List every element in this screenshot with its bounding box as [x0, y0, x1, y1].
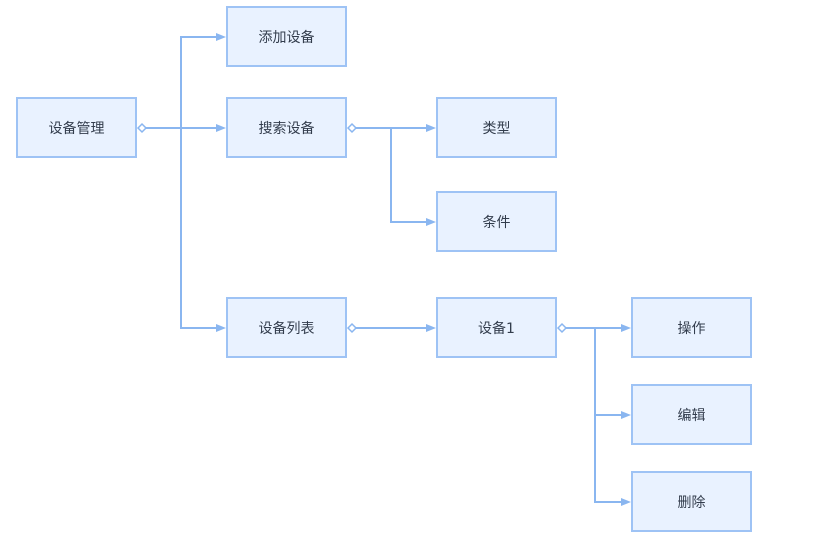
- edge-root-list: [180, 128, 226, 332]
- node-label: 操作: [677, 320, 706, 337]
- node-add-device[interactable]: 添加设备: [226, 6, 347, 67]
- edge-device1-operate: [566, 324, 631, 332]
- edge-list-device1: [356, 324, 436, 332]
- edge-search-type: [356, 124, 436, 132]
- root-connector-diamond: [136, 122, 148, 134]
- node-label: 条件: [482, 214, 511, 231]
- node-device-list[interactable]: 设备列表: [226, 297, 347, 358]
- node-edit[interactable]: 编辑: [631, 384, 752, 445]
- node-label: 设备管理: [48, 120, 105, 137]
- edge-search-condition: [390, 128, 436, 226]
- node-label: 删除: [677, 494, 706, 511]
- node-search-device[interactable]: 搜索设备: [226, 97, 347, 158]
- node-device-1[interactable]: 设备1: [436, 297, 557, 358]
- node-device-management[interactable]: 设备管理: [16, 97, 137, 158]
- node-type[interactable]: 类型: [436, 97, 557, 158]
- edge-root-add: [146, 33, 226, 129]
- node-label: 编辑: [677, 407, 706, 424]
- device1-connector-diamond: [556, 322, 568, 334]
- edge-device1-delete: [594, 415, 631, 506]
- list-connector-diamond: [346, 322, 358, 334]
- edge-root-search: [146, 124, 226, 132]
- node-operate[interactable]: 操作: [631, 297, 752, 358]
- search-connector-diamond: [346, 122, 358, 134]
- node-label: 添加设备: [258, 29, 315, 46]
- node-label: 设备列表: [258, 320, 315, 337]
- node-label: 搜索设备: [258, 120, 315, 137]
- node-condition[interactable]: 条件: [436, 191, 557, 252]
- edge-device1-edit: [594, 328, 631, 419]
- node-label: 设备1: [478, 320, 515, 337]
- node-label: 类型: [482, 120, 511, 137]
- node-delete[interactable]: 删除: [631, 471, 752, 532]
